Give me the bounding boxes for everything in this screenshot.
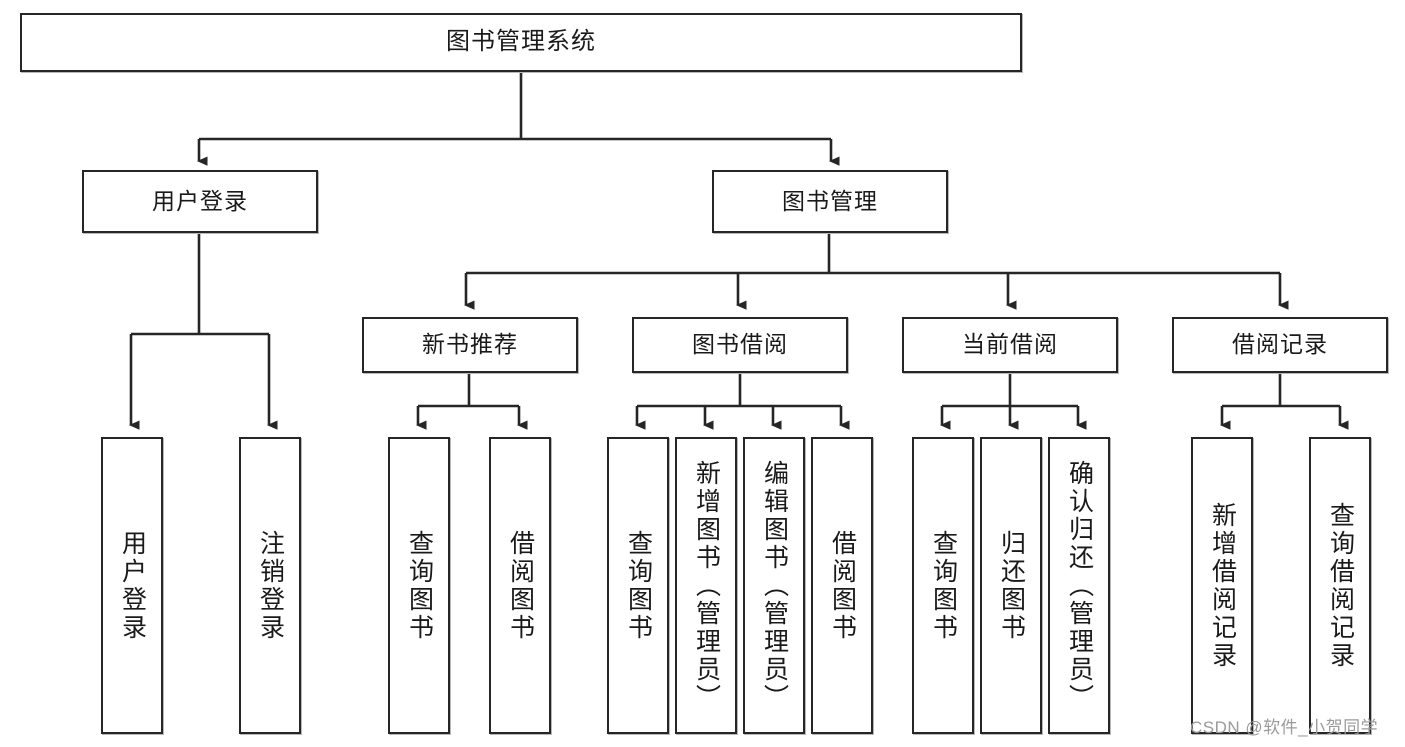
node-book-borrow[interactable]: 图书借阅 xyxy=(632,317,848,373)
node-leaf-confirm-return[interactable]: 确认归还（管理员） xyxy=(1048,437,1110,734)
node-new-book-rec[interactable]: 新书推荐 xyxy=(362,317,578,373)
csdn-watermark: CSDN @软件_小贺同学 xyxy=(1190,718,1379,737)
node-leaf-logout[interactable]: 注销登录 xyxy=(239,437,301,734)
node-leaf-add-record-label: 新增借阅记录 xyxy=(1208,501,1237,670)
node-leaf-query-book-1-label: 查询图书 xyxy=(405,529,434,642)
node-current-borrow-label: 当前借阅 xyxy=(962,331,1058,358)
node-root-label: 图书管理系统 xyxy=(446,28,596,56)
node-leaf-borrow-book-1[interactable]: 借阅图书 xyxy=(489,437,551,734)
node-leaf-query-record[interactable]: 查询借阅记录 xyxy=(1309,437,1371,734)
node-user-login-label: 用户登录 xyxy=(152,187,248,214)
node-leaf-query-record-label: 查询借阅记录 xyxy=(1326,501,1355,670)
node-borrow-record-label: 借阅记录 xyxy=(1232,331,1328,358)
node-leaf-user-login[interactable]: 用户登录 xyxy=(101,437,163,734)
node-borrow-record[interactable]: 借阅记录 xyxy=(1172,317,1388,373)
node-leaf-logout-label: 注销登录 xyxy=(256,529,285,642)
node-leaf-query-book-3-label: 查询图书 xyxy=(929,529,958,642)
node-book-manage-label: 图书管理 xyxy=(782,187,878,214)
node-leaf-edit-book-label: 编辑图书（管理员） xyxy=(760,459,789,712)
node-leaf-query-book-2-label: 查询图书 xyxy=(624,529,653,642)
node-leaf-query-book-2[interactable]: 查询图书 xyxy=(607,437,669,734)
node-leaf-user-login-label: 用户登录 xyxy=(118,529,147,642)
node-leaf-borrow-book-1-label: 借阅图书 xyxy=(506,529,535,642)
node-leaf-query-book-1[interactable]: 查询图书 xyxy=(388,437,450,734)
node-leaf-return-book[interactable]: 归还图书 xyxy=(980,437,1042,734)
node-leaf-edit-book[interactable]: 编辑图书（管理员） xyxy=(743,437,805,734)
node-leaf-add-book-label: 新增图书（管理员） xyxy=(692,459,721,712)
node-leaf-query-book-3[interactable]: 查询图书 xyxy=(912,437,974,734)
node-book-borrow-label: 图书借阅 xyxy=(692,331,788,358)
node-book-manage[interactable]: 图书管理 xyxy=(712,170,948,233)
node-leaf-borrow-book-2[interactable]: 借阅图书 xyxy=(811,437,873,734)
node-leaf-return-book-label: 归还图书 xyxy=(997,529,1026,642)
node-new-book-rec-label: 新书推荐 xyxy=(422,331,518,358)
node-root[interactable]: 图书管理系统 xyxy=(20,13,1022,72)
node-leaf-borrow-book-2-label: 借阅图书 xyxy=(828,529,857,642)
node-leaf-add-record[interactable]: 新增借阅记录 xyxy=(1191,437,1253,734)
node-user-login[interactable]: 用户登录 xyxy=(82,170,318,233)
node-leaf-add-book[interactable]: 新增图书（管理员） xyxy=(675,437,737,734)
node-current-borrow[interactable]: 当前借阅 xyxy=(902,317,1118,373)
node-leaf-confirm-return-label: 确认归还（管理员） xyxy=(1065,459,1094,712)
